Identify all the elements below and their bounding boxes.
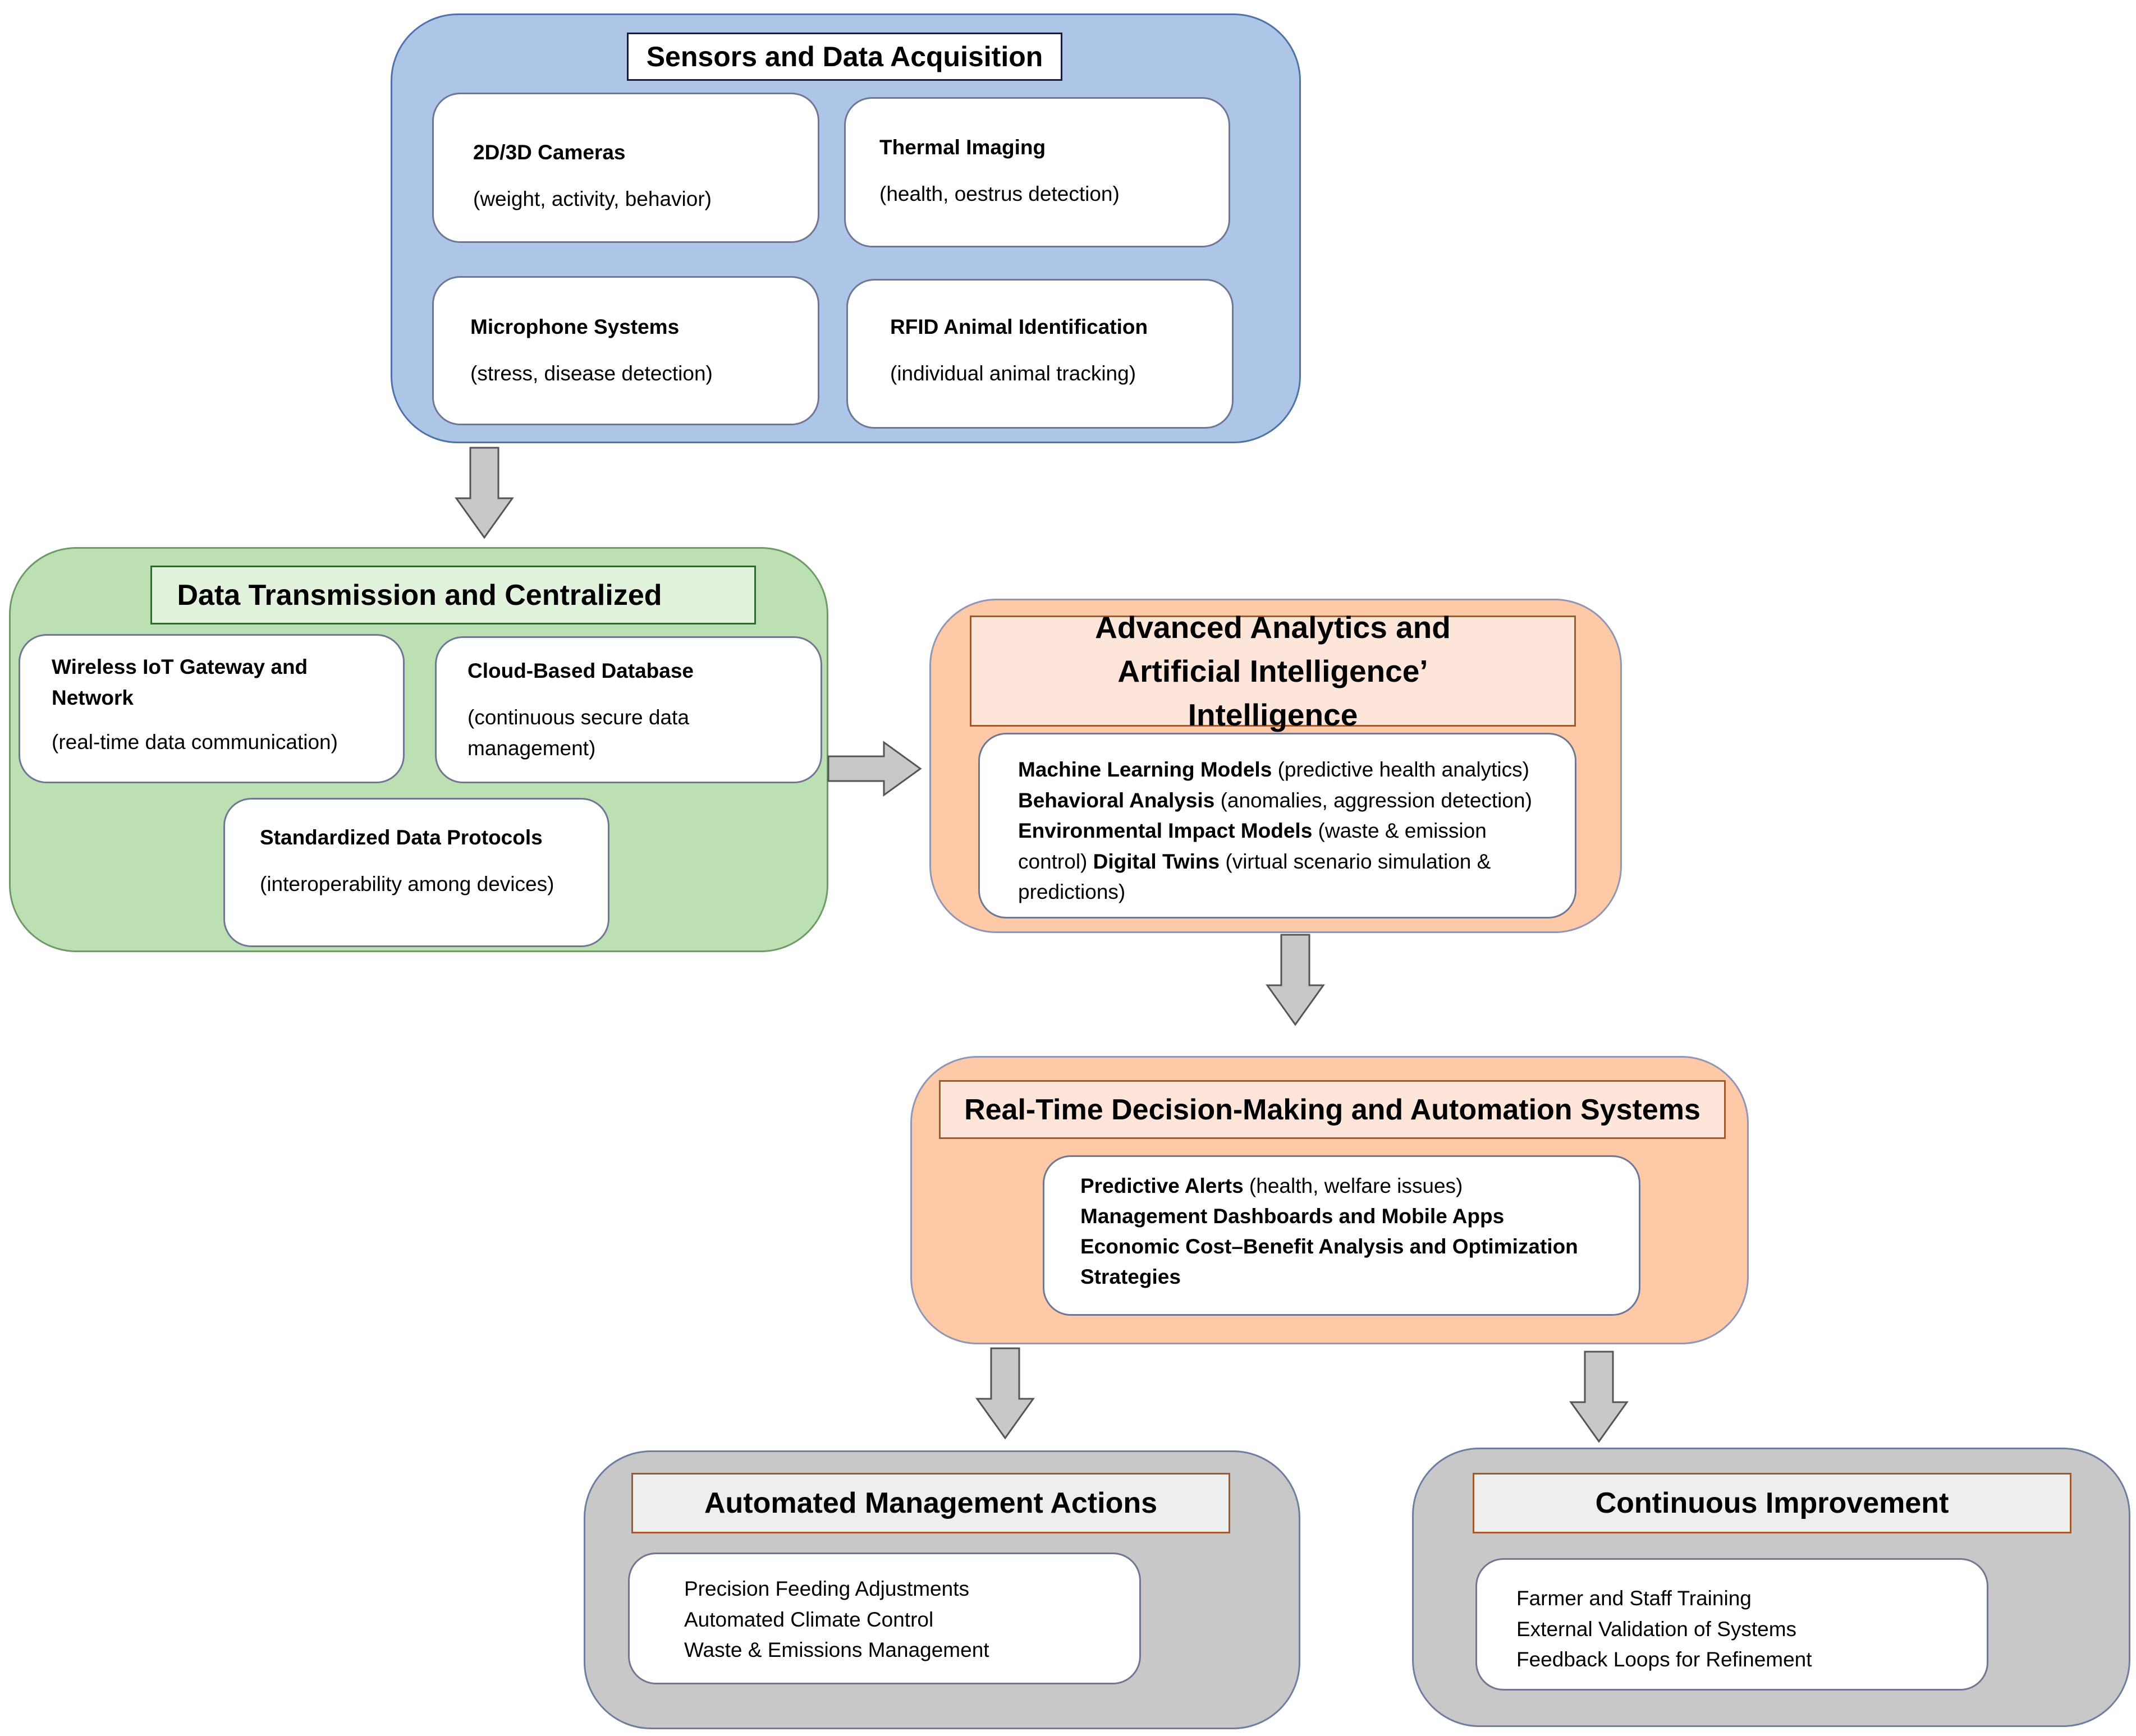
digital-twins-desc: (virtual scenario simulation & predictio… — [1018, 849, 1491, 904]
arrow-decision-to-improvement — [1569, 1351, 1629, 1443]
thermal-card: Thermal Imaging (health, oestrus detecti… — [844, 97, 1230, 247]
iot-gateway-name: Wireless IoT Gateway and Network — [52, 655, 308, 709]
thermal-name: Thermal Imaging — [879, 136, 1046, 159]
predictive-alerts-name: Predictive Alerts — [1080, 1174, 1244, 1197]
dashboards-item: Management Dashboards and Mobile Apps — [1080, 1205, 1505, 1228]
feedback-loops-item: Feedback Loops for Refinement — [1516, 1648, 1812, 1671]
climate-control-item: Automated Climate Control — [684, 1608, 934, 1631]
improvement-card: Farmer and Staff Training External Valid… — [1475, 1558, 1988, 1691]
arrow-analytics-to-decision — [1266, 934, 1325, 1026]
camera-desc: (weight, activity, behavior) — [473, 187, 712, 210]
rfid-card: RFID Animal Identification (individual a… — [846, 279, 1234, 429]
staff-training-item: Farmer and Staff Training — [1516, 1587, 1752, 1610]
arrow-transmission-to-analytics — [827, 741, 922, 797]
microphone-card: Microphone Systems (stress, disease dete… — [432, 276, 819, 425]
arrow-decision-to-actions — [975, 1347, 1035, 1440]
external-validation-item: External Validation of Systems — [1516, 1617, 1797, 1641]
rfid-name: RFID Animal Identification — [890, 315, 1148, 338]
predictive-alerts-desc: (health, welfare issues) — [1243, 1174, 1463, 1197]
environmental-models-name: Environmental Impact Models — [1018, 819, 1313, 842]
behavioral-analysis-desc: (anomalies, aggression detection) — [1214, 788, 1532, 812]
iot-gateway-card: Wireless IoT Gateway and Network (real-t… — [19, 634, 405, 783]
ml-models-desc: (predictive health analytics) — [1272, 758, 1529, 781]
thermal-desc: (health, oestrus detection) — [879, 182, 1120, 205]
waste-emissions-item: Waste & Emissions Management — [684, 1638, 989, 1661]
decision-card: Predictive Alerts (health, welfare issue… — [1043, 1155, 1640, 1316]
iot-gateway-desc: (real-time data communication) — [52, 731, 338, 754]
cloud-database-desc: (continuous secure data management) — [467, 706, 689, 760]
transmission-title: Data Transmission and Centralized — [150, 566, 756, 624]
precision-feeding-item: Precision Feeding Adjustments — [684, 1577, 969, 1600]
improvement-title: Continuous Improvement — [1473, 1473, 2071, 1533]
cloud-database-card: Cloud-Based Database (continuous secure … — [435, 636, 822, 783]
microphone-name: Microphone Systems — [470, 315, 680, 338]
decision-title: Real-Time Decision-Making and Automation… — [939, 1080, 1726, 1139]
sensors-title: Sensors and Data Acquisition — [627, 33, 1062, 81]
environmental-models-desc: (waste & emission control) — [1018, 819, 1487, 873]
microphone-desc: (stress, disease detection) — [470, 362, 713, 385]
protocols-name: Standardized Data Protocols — [260, 826, 543, 849]
protocols-desc: (interoperability among devices) — [260, 872, 554, 895]
economic-analysis-item: Economic Cost–Benefit Analysis and Optim… — [1080, 1235, 1578, 1288]
digital-twins-name: Digital Twins — [1093, 849, 1220, 873]
analytics-card: Machine Learning Models (predictive heal… — [978, 733, 1576, 918]
behavioral-analysis-name: Behavioral Analysis — [1018, 788, 1215, 812]
analytics-title: Advanced Analytics and Artificial Intell… — [970, 610, 1576, 732]
cloud-database-name: Cloud-Based Database — [467, 659, 694, 682]
arrow-sensors-to-transmission — [455, 447, 514, 539]
actions-card: Precision Feeding Adjustments Automated … — [628, 1553, 1141, 1684]
rfid-desc: (individual animal tracking) — [890, 362, 1136, 385]
camera-name: 2D/3D Cameras — [473, 141, 626, 164]
ml-models-name: Machine Learning Models — [1018, 758, 1272, 781]
camera-card: 2D/3D Cameras (weight, activity, behavio… — [432, 93, 819, 243]
protocols-card: Standardized Data Protocols (interoperab… — [223, 798, 609, 947]
actions-title: Automated Management Actions — [631, 1473, 1230, 1533]
